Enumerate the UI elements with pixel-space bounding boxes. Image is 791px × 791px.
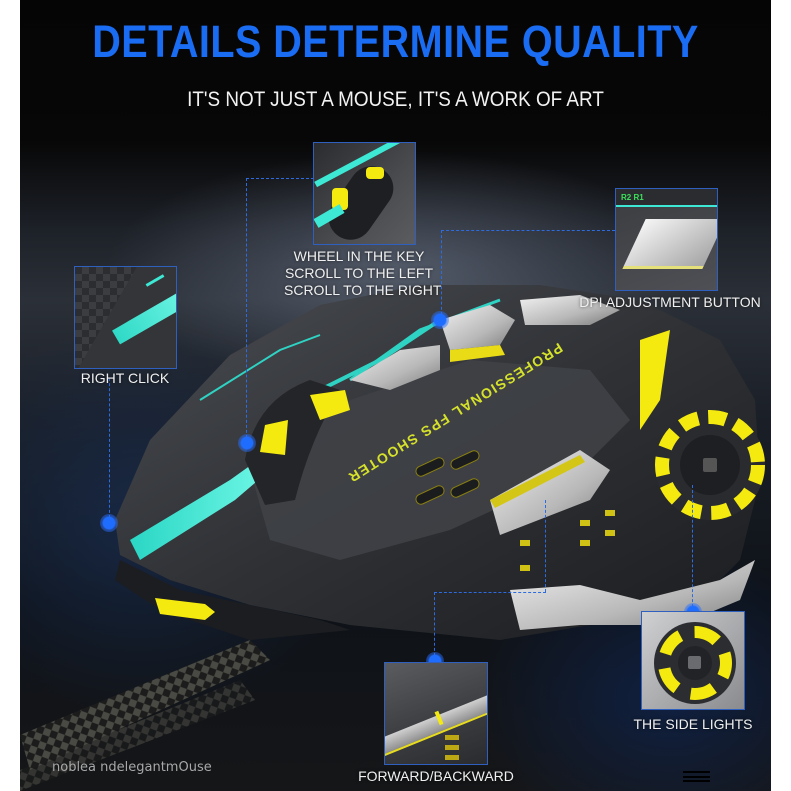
dpi-label: DPI ADJUSTMENT BUTTON (579, 294, 761, 310)
side-lights-label: THE SIDE LIGHTS (633, 716, 753, 732)
forward-backward-detail-image (384, 662, 488, 765)
subheadline: IT'S NOT JUST A MOUSE, IT'S A WORK OF AR… (187, 88, 604, 111)
wheel-detail-image (313, 142, 416, 245)
side-lights-detail-image (641, 611, 745, 710)
right-click-detail-image (74, 266, 177, 369)
right-click-leader-line (109, 378, 110, 523)
wheel-leader-line (246, 178, 247, 443)
wheel-label-line-1: WHEEL IN THE KEY (293, 248, 425, 264)
forward-backward-label: FORWARD/BACKWARD (358, 768, 514, 784)
forward-backward-leader-line (545, 500, 546, 592)
store-watermark: noblea ndelegantmOuse (52, 760, 212, 775)
product-banner: DETAILS DETERMINE QUALITY IT'S NOT JUST … (20, 0, 771, 791)
dpi-leader-line (441, 230, 615, 231)
right-click-label: RIGHT CLICK (80, 370, 170, 386)
forward-backward-leader-line (434, 592, 435, 661)
right-click-hotspot[interactable] (100, 514, 118, 532)
dpi-detail-image: R2 R1 (615, 188, 718, 291)
dpi-leader-line (441, 230, 442, 320)
hamburger-menu-icon[interactable] (683, 771, 710, 783)
wheel-label-line-3: SCROLL TO THE RIGHT (284, 282, 442, 298)
forward-backward-leader-line (434, 592, 546, 593)
side-lights-leader-line (692, 485, 693, 612)
wheel-hotspot[interactable] (238, 434, 256, 452)
dpi-hotspot[interactable] (431, 311, 449, 329)
headline: DETAILS DETERMINE QUALITY (92, 16, 699, 67)
wheel-label-line-2: SCROLL TO THE LEFT (284, 265, 434, 281)
wheel-label: WHEEL IN THE KEY SCROLL TO THE LEFT SCRO… (284, 248, 442, 299)
wheel-leader-line (246, 178, 314, 179)
gaming-mouse-illustration (20, 285, 765, 791)
